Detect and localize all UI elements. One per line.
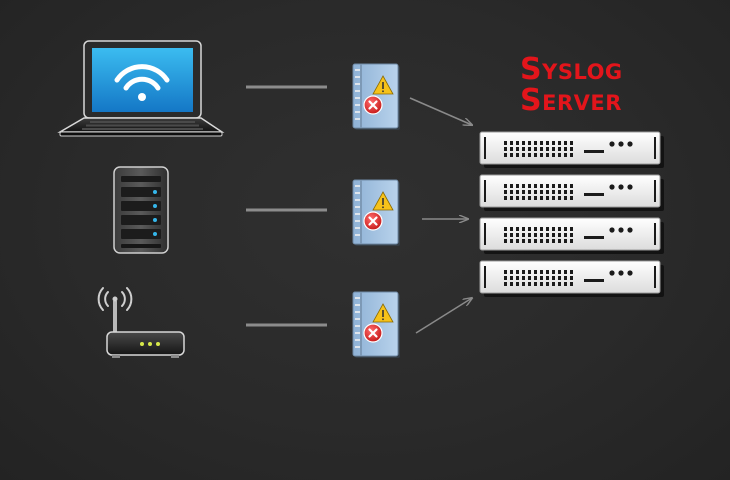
rack-unit bbox=[479, 260, 664, 297]
rack-unit bbox=[479, 217, 664, 254]
wifi-router-icon bbox=[97, 287, 185, 358]
arrow-router-to-server bbox=[415, 298, 472, 334]
rack-unit bbox=[479, 174, 664, 211]
log-notebook-warning-icon bbox=[352, 291, 400, 358]
connector-lines bbox=[246, 85, 327, 327]
log-notebook-warning-icon bbox=[352, 63, 400, 130]
rack-server-stack-icon bbox=[479, 131, 664, 297]
arrow-laptop-to-server bbox=[409, 97, 472, 125]
laptop-wifi-icon bbox=[57, 40, 225, 137]
syslog-server-title: Syslog Server bbox=[520, 54, 660, 116]
log-notebook-warning-icon bbox=[352, 179, 400, 246]
title-line-2: Server bbox=[520, 83, 622, 118]
server-tower-icon bbox=[113, 166, 169, 254]
title-line-1: Syslog bbox=[520, 52, 623, 87]
flow-arrows bbox=[409, 97, 472, 334]
rack-unit bbox=[479, 131, 664, 168]
